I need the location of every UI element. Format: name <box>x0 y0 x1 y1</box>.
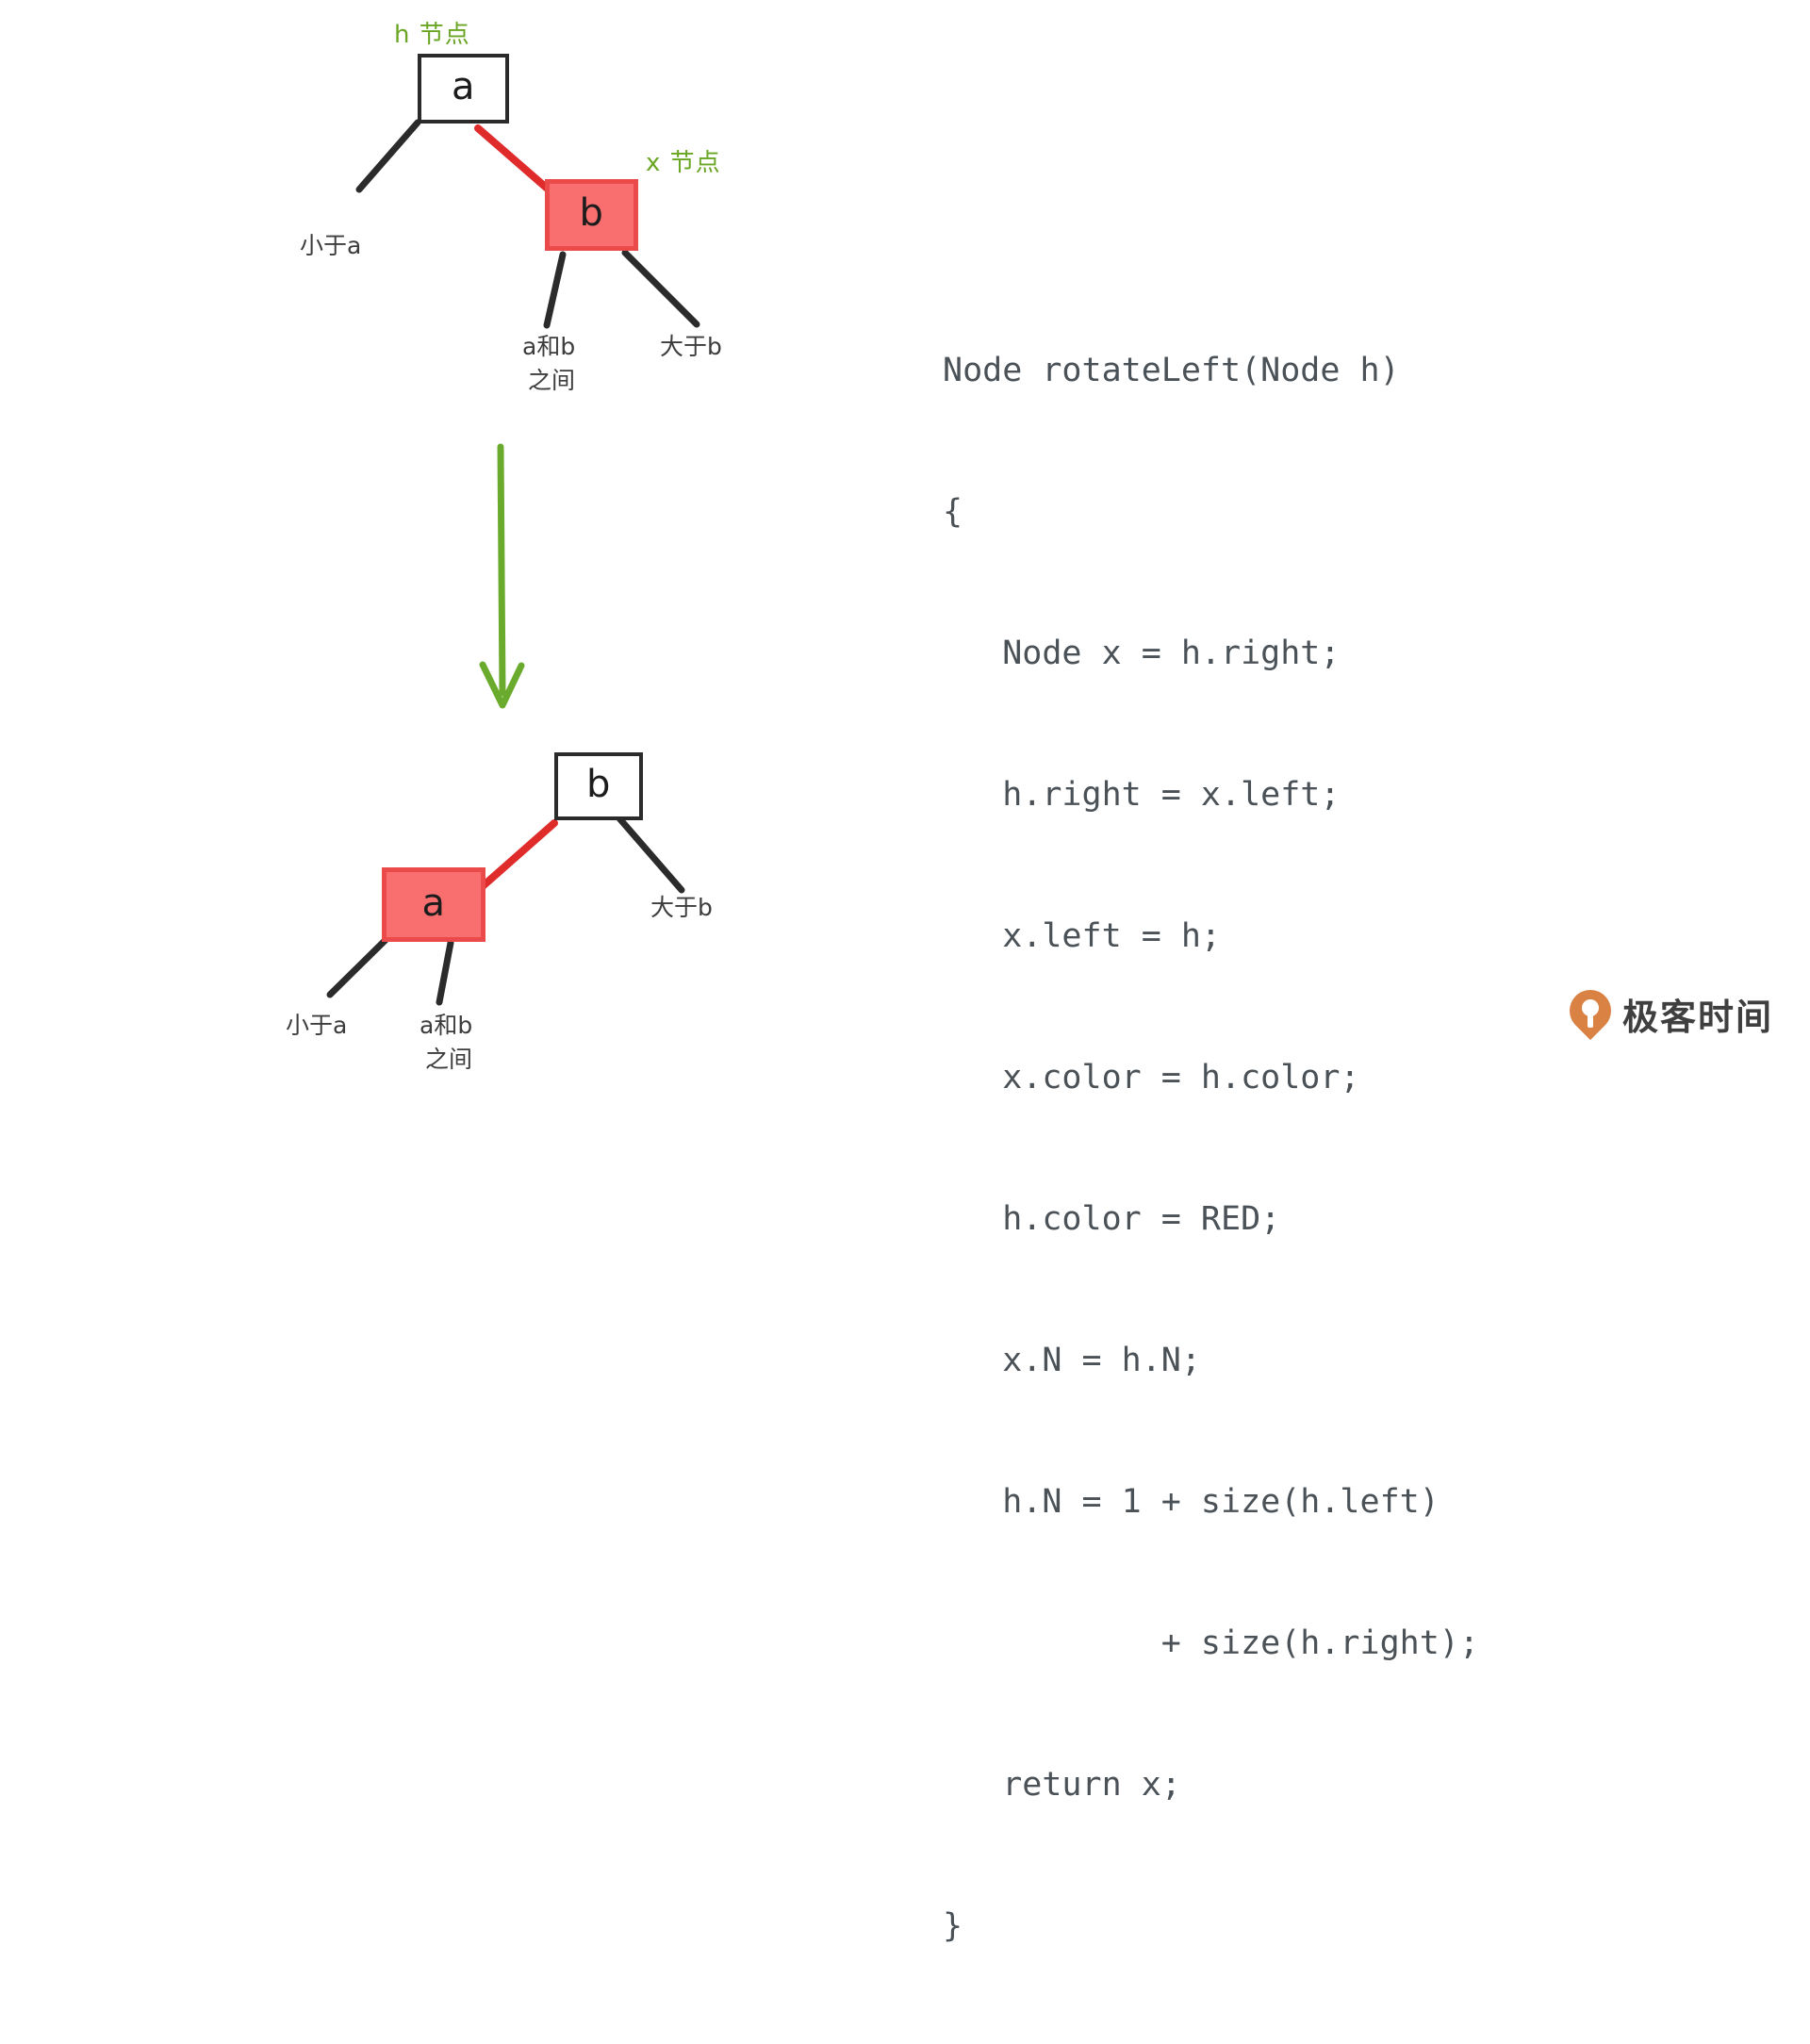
figure-canvas: h 节点 a x 节点 b 小于a a和b 之间 大于b b a 大于b 小于a… <box>286 21 1774 1945</box>
top-anno-between-line1: a和b <box>522 333 576 360</box>
code-line: } <box>943 1907 963 1945</box>
bottom-node-b-label: b <box>586 763 611 806</box>
bottom-node-a-label: a <box>421 881 446 925</box>
bottom-node-b[interactable]: b <box>554 752 643 820</box>
top-node-a-label: a <box>451 65 475 108</box>
edge-a-left-bottom <box>326 931 394 998</box>
edge-b-left <box>543 251 567 329</box>
code-line: { <box>943 493 963 531</box>
edge-a-left <box>355 119 421 193</box>
code-line: x.color = h.color; <box>943 1059 1360 1096</box>
top-node-a[interactable]: a <box>418 54 509 124</box>
connectors-layer <box>326 119 700 1006</box>
code-line: Node x = h.right; <box>943 635 1341 672</box>
code-line: x.left = h; <box>943 917 1222 955</box>
bottom-node-a[interactable]: a <box>382 867 485 942</box>
label-x-node: x 节点 <box>646 149 721 177</box>
top-node-b[interactable]: b <box>545 179 638 251</box>
top-node-b-label: b <box>579 191 604 235</box>
rotate-arrow-icon <box>479 443 525 709</box>
edge-a-b-red <box>474 124 554 195</box>
bottom-anno-between-line2: 之间 <box>425 1046 473 1073</box>
label-h-node: h 节点 <box>394 21 470 49</box>
brand-watermark: 极客时间 <box>1560 981 1774 1040</box>
code-line: h.right = x.left; <box>943 776 1341 814</box>
edge-b-a-red <box>479 819 558 890</box>
code-line: Node rotateLeft(Node h) <box>943 352 1400 389</box>
edge-a-mid-bottom <box>436 939 454 1006</box>
code-line: x.N = h.N; <box>943 1342 1201 1379</box>
location-pin-icon <box>1560 981 1621 1040</box>
top-anno-between-line2: 之间 <box>528 367 576 394</box>
brand-name: 极客时间 <box>1622 997 1774 1038</box>
code-line: return x; <box>943 1766 1181 1804</box>
edge-b-right-bottom <box>616 815 685 894</box>
code-line: h.color = RED; <box>943 1200 1281 1238</box>
top-anno-less-than-a: 小于a <box>300 232 362 259</box>
top-anno-greater-than-b: 大于b <box>660 333 722 360</box>
edge-b-right <box>621 249 700 328</box>
code-line: h.N = 1 + size(h.left) <box>943 1483 1440 1521</box>
code-line: + size(h.right); <box>943 1624 1479 1662</box>
bottom-anno-between-line1: a和b <box>420 1012 473 1039</box>
code-block: Node rotateLeft(Node h) { Node x = h.rig… <box>943 253 1479 2044</box>
bottom-anno-greater-than-b: 大于b <box>650 894 713 921</box>
bottom-anno-less-than-a: 小于a <box>286 1012 348 1039</box>
